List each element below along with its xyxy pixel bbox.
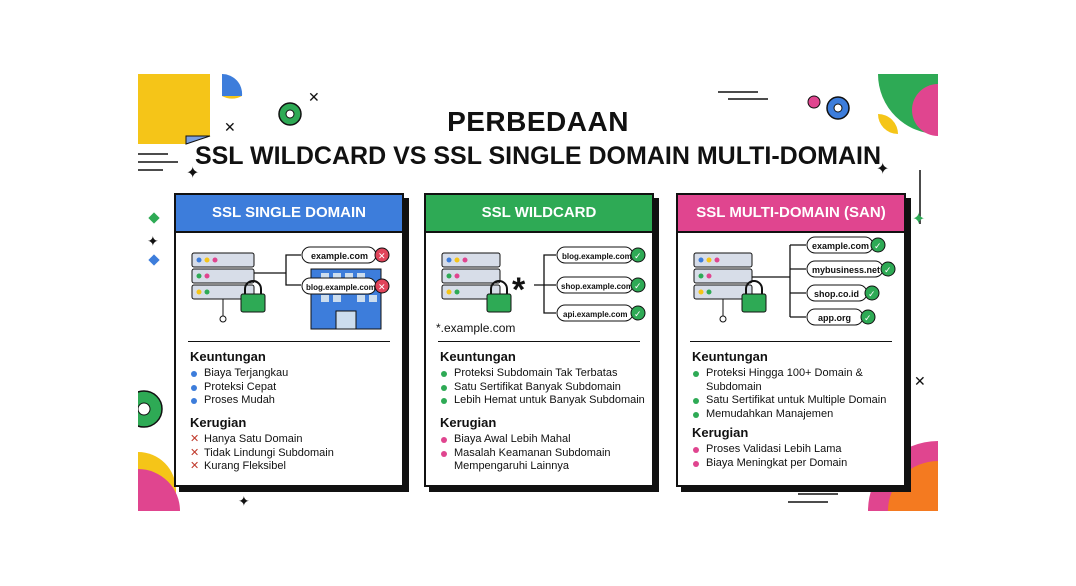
list-item: ✕Hanya Satu Domain [190, 433, 303, 445]
x-icon: ✕ [378, 283, 386, 293]
list-item: Memudahkan Manajemen [692, 408, 898, 422]
pros-section: Keuntungan Proteksi Hingga 100+ Domain &… [692, 349, 898, 421]
svg-text:example.com: example.com [311, 251, 368, 261]
list-item: Proteksi Cepat [190, 381, 396, 395]
svg-text:blog.example.com: blog.example.com [562, 252, 632, 261]
pros-section: Keuntungan Biaya Terjangkau Proteksi Cep… [190, 349, 396, 408]
list-item: ✕Kurang Fleksibel [190, 460, 286, 472]
list-item: Biaya Meningkat per Domain [692, 457, 898, 471]
padlock-icon [486, 280, 512, 313]
cons-section: Kerugian ✕Hanya Satu Domain ✕Tidak Lindu… [190, 415, 396, 474]
card-single-domain: SSL SINGLE DOMAIN example.com ✕ [174, 193, 404, 487]
check-icon: ✓ [864, 314, 872, 324]
list-item: Proteksi Hingga 100+ Domain & Subdomain [692, 367, 898, 394]
cons-title: Kerugian [440, 415, 497, 430]
list-item: Biaya Terjangkau [190, 367, 396, 381]
x-icon: ✕ [378, 252, 386, 262]
page-title: PERBEDAAN [447, 106, 629, 137]
card-header: SSL WILDCARD [426, 195, 652, 233]
card-multi-domain: SSL MULTI-DOMAIN (SAN) example.com ✓ myb… [676, 193, 906, 487]
padlock-icon [741, 280, 767, 313]
card-header: SSL MULTI-DOMAIN (SAN) [678, 195, 904, 233]
domain-pill: mybusiness.net ✓ [806, 260, 896, 278]
pros-title: Keuntungan [440, 349, 516, 364]
svg-text:app.org: app.org [818, 313, 851, 323]
svg-text:✦: ✦ [238, 493, 250, 509]
check-icon: ✓ [634, 252, 642, 262]
check-icon: ✓ [868, 290, 876, 300]
domain-pill: example.com ✓ [806, 236, 886, 254]
list-item: Satu Sertifikat untuk Multiple Domain [692, 394, 898, 408]
svg-text:api.example.com: api.example.com [563, 310, 627, 319]
svg-text:example.com: example.com [812, 241, 869, 251]
list-item: Lebih Hemat untuk Banyak Subdomain [440, 394, 646, 408]
x-icon: ✕ [190, 433, 200, 445]
list-item: Proteksi Subdomain Tak Terbatas [440, 367, 646, 381]
svg-text:blog.example.com: blog.example.com [306, 283, 376, 292]
card-header: SSL SINGLE DOMAIN [176, 195, 402, 233]
list-item: Masalah Keamanan Subdomain Mempengaruhi … [440, 447, 646, 474]
x-icon: ✕ [190, 446, 200, 459]
svg-text:✦: ✦ [186, 165, 199, 182]
svg-text:✦: ✦ [876, 161, 889, 178]
check-icon: ✓ [884, 266, 892, 276]
list-item: Proses Validasi Lebih Lama [692, 443, 898, 457]
domain-pill: shop.co.id ✓ [806, 284, 880, 302]
check-icon: ✓ [874, 242, 882, 252]
list-item: ✕Tidak Lindungi Subdomain [190, 446, 334, 459]
gear-icon [278, 102, 302, 126]
domain-pill: blog.example.com ✓ [556, 246, 646, 264]
check-icon: ✓ [634, 282, 642, 292]
list-item: Biaya Awal Lebih Mahal [440, 433, 646, 447]
wildcard-domain-label: *.example.com [436, 321, 516, 335]
pros-title: Keuntungan [190, 349, 266, 364]
padlock-icon [240, 280, 266, 313]
svg-text:✕: ✕ [224, 120, 236, 136]
server-icon [441, 252, 501, 300]
x-icon: ✕ [190, 460, 200, 472]
server-icon [191, 252, 255, 323]
page-subtitle: SSL WILDCARD VS SSL SINGLE DOMAIN MULTI-… [194, 142, 882, 170]
svg-text:✕: ✕ [914, 374, 926, 390]
svg-text:✦: ✦ [912, 211, 925, 228]
domain-pill: example.com ✕ [301, 246, 390, 264]
cons-section: Kerugian Biaya Awal Lebih Mahal Masalah … [440, 415, 646, 474]
pros-section: Keuntungan Proteksi Subdomain Tak Terbat… [440, 349, 646, 408]
pros-title: Keuntungan [692, 349, 768, 364]
domain-pill: shop.example.com ✓ [556, 276, 646, 294]
single-domain-illustration: example.com ✕ blog.example.com ✕ [191, 246, 390, 330]
svg-text:shop.co.id: shop.co.id [814, 289, 859, 299]
server-icon [693, 252, 753, 323]
domain-pill: app.org ✓ [806, 308, 876, 326]
cons-title: Kerugian [692, 425, 749, 440]
svg-text:mybusiness.net: mybusiness.net [812, 265, 880, 275]
check-icon: ✓ [634, 310, 642, 320]
cons-title: Kerugian [190, 415, 247, 430]
svg-text:✕: ✕ [308, 90, 320, 106]
card-wildcard: SSL WILDCARD * blog.example.com ✓ shop.e… [424, 193, 654, 487]
list-item: Proses Mudah [190, 394, 396, 408]
multi-domain-illustration: example.com ✓ mybusiness.net ✓ shop.co.i… [693, 236, 896, 326]
svg-text:✦: ✦ [147, 233, 159, 249]
list-item: Satu Sertifikat Banyak Subdomain [440, 381, 646, 395]
asterisk-icon: * [512, 271, 526, 309]
domain-pill: api.example.com ✓ [556, 304, 646, 322]
cons-section: Kerugian Proses Validasi Lebih Lama Biay… [692, 425, 898, 470]
svg-text:shop.example.com: shop.example.com [561, 282, 633, 291]
domain-pill: blog.example.com ✕ [301, 277, 390, 295]
wildcard-illustration: * blog.example.com ✓ shop.example.com ✓ … [441, 246, 646, 322]
